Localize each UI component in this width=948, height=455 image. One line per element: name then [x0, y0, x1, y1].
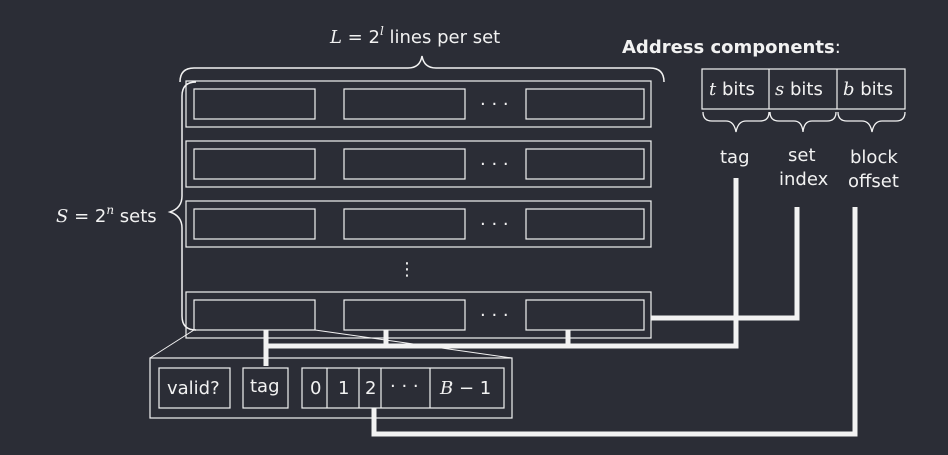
byte-2: 2: [365, 378, 376, 399]
byte-0: 0: [310, 378, 321, 399]
cache-set-row: · · ·: [185, 80, 652, 128]
lines-brace: [179, 55, 665, 83]
byte-1: 1: [338, 378, 349, 399]
block-bytes: [301, 367, 505, 409]
tag-field-label: tag: [250, 376, 280, 397]
cache-set-row: · · ·: [185, 200, 652, 248]
tag-bits-label: t bits: [709, 79, 755, 100]
cache-line: [525, 148, 645, 180]
tag-brace: [702, 111, 770, 133]
cache-set-row: · · ·: [185, 140, 652, 188]
tag-field: [242, 367, 289, 409]
cache-line: [343, 208, 466, 240]
offset-bits-label: b bits: [843, 79, 893, 100]
bytes-ellipsis: · · ·: [390, 376, 419, 397]
block-offset-brace: [837, 111, 906, 133]
cache-line: [193, 88, 316, 120]
address-bits-box: t bits s bits b bits: [701, 68, 906, 110]
address-components-title: Address components:: [622, 37, 841, 58]
sets-count-label: S = 2n sets: [56, 203, 157, 227]
set-name-line1: set: [788, 145, 816, 166]
offset-name-line2: offset: [848, 171, 899, 192]
cache-line-selected: [193, 299, 316, 331]
cache-line-detail: valid? tag 0 1 2 · · · B − 1: [149, 357, 513, 419]
set-index-brace: [769, 111, 837, 133]
set-name-line2: index: [779, 169, 829, 190]
valid-bit-label: valid?: [167, 378, 220, 399]
lines-ellipsis: · · ·: [480, 305, 509, 326]
sets-vertical-ellipsis: ⋮: [398, 259, 416, 280]
cache-line: [525, 88, 645, 120]
lines-per-set-label: L = 2l lines per set: [329, 24, 500, 48]
lines-ellipsis: · · ·: [480, 94, 509, 115]
cache-line: [193, 208, 316, 240]
cache-line: [343, 88, 466, 120]
set-index-wire: [651, 207, 800, 321]
cache-line: [525, 208, 645, 240]
tag-wire: [266, 178, 739, 349]
cache-set-row-selected: · · ·: [185, 291, 652, 339]
cache-line: [525, 299, 645, 331]
cache-line: [193, 148, 316, 180]
tag-name: tag: [720, 147, 750, 168]
byte-last: B − 1: [439, 378, 491, 399]
cache-line: [343, 299, 466, 331]
lines-ellipsis: · · ·: [480, 154, 509, 175]
offset-name-line1: block: [850, 147, 898, 168]
valid-bit-field: [158, 367, 231, 409]
cache-line: [343, 148, 466, 180]
lines-ellipsis: · · ·: [480, 214, 509, 235]
block-offset-wire: [371, 207, 858, 437]
set-bits-label: s bits: [775, 79, 823, 100]
sets-brace: [167, 81, 197, 331]
